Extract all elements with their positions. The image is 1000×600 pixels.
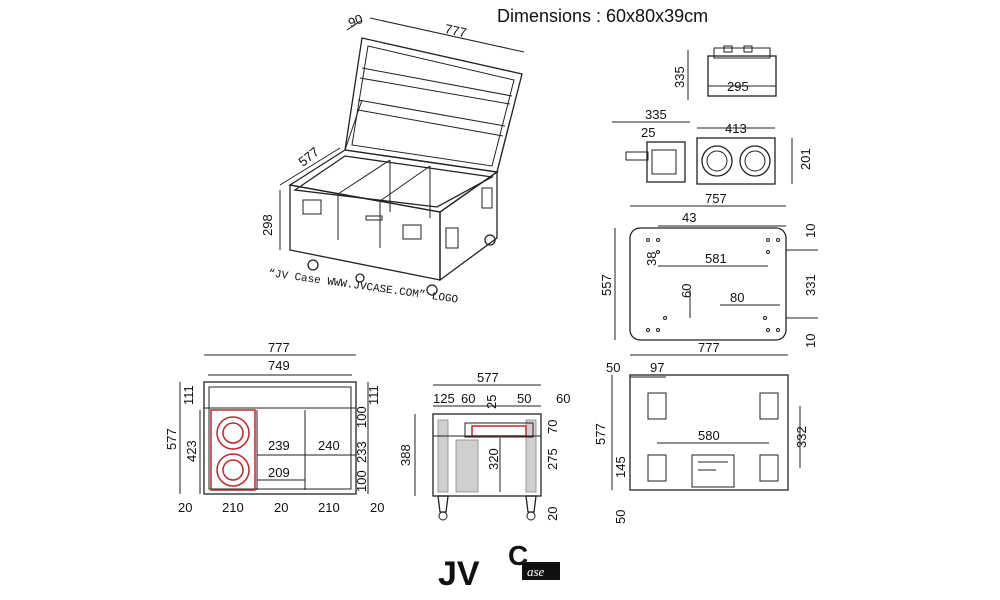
dim-plan-bottom-20b: 20: [274, 500, 288, 515]
dim-iso-width: 777: [444, 21, 468, 40]
dim-plan-100-top: 100: [354, 406, 369, 428]
dim-plate-10-top: 10: [803, 224, 818, 238]
dim-plate-581: 581: [705, 251, 727, 266]
svg-text:JV: JV: [438, 555, 480, 593]
dim-bottom-145: 145: [613, 456, 628, 478]
dim-bottom-97: 97: [650, 360, 664, 375]
dim-bottom-50b: 50: [613, 510, 628, 524]
plan-view: [179, 354, 369, 495]
dim-section-60b: 60: [556, 391, 570, 406]
section-view: [414, 384, 542, 521]
dim-plan-423: 423: [184, 440, 199, 462]
page-title: Dimensions : 60x80x39cm: [497, 6, 708, 26]
dim-front-height: 201: [798, 148, 813, 170]
dim-bottom-332: 332: [794, 426, 809, 448]
bottom-view: [611, 354, 801, 491]
dim-side-height: 335: [672, 66, 687, 88]
jv-case-logo: JV C ase: [438, 540, 560, 593]
dim-plan-233: 233: [354, 441, 369, 463]
dim-front-depth: 335: [645, 107, 667, 122]
dim-plate-60: 60: [679, 284, 694, 298]
dim-plan-100-bottom: 100: [354, 470, 369, 492]
dim-plan-240: 240: [318, 438, 340, 453]
dim-plan-777: 777: [268, 340, 290, 355]
dim-plate-offset: 43: [682, 210, 696, 225]
dim-plate-38: 38: [644, 252, 659, 266]
dim-section-577: 577: [477, 370, 499, 385]
isometric-case-view: [279, 17, 525, 296]
dim-bottom-width: 777: [698, 340, 720, 355]
dim-section-20: 20: [545, 507, 560, 521]
dim-section-60a: 60: [461, 391, 475, 406]
logo-caption: “JV Case WWW.JVCASE.COM” LOGO: [267, 268, 459, 307]
dim-plan-111-left: 111: [181, 385, 196, 405]
dim-bottom-580: 580: [698, 428, 720, 443]
dim-plan-111-right: 111: [366, 385, 381, 405]
dim-plan-bottom-210b: 210: [318, 500, 340, 515]
dim-front-offset: 25: [641, 125, 655, 140]
top-plate-view: [614, 205, 818, 341]
dim-plan-209: 209: [268, 465, 290, 480]
dim-iso-depth: 577: [295, 144, 321, 169]
dim-bottom-depth: 577: [593, 423, 608, 445]
side-view-small: [687, 45, 777, 100]
dim-plan-749: 749: [268, 358, 290, 373]
dim-section-50: 50: [517, 391, 531, 406]
dim-plate-depth: 557: [599, 274, 614, 296]
dim-plate-width: 757: [705, 191, 727, 206]
dim-front-width: 413: [725, 121, 747, 136]
dim-section-388: 388: [398, 444, 413, 466]
dim-section-125: 125: [433, 391, 455, 406]
dim-plan-bottom-20a: 20: [178, 500, 192, 515]
dim-plate-80: 80: [730, 290, 744, 305]
dim-plan-577: 577: [164, 428, 179, 450]
dim-plate-331: 331: [803, 274, 818, 296]
dim-side-width: 295: [727, 79, 749, 94]
front-view-small: [612, 121, 793, 185]
dim-plan-239: 239: [268, 438, 290, 453]
dim-section-320: 320: [486, 448, 501, 470]
dim-plan-bottom-20c: 20: [370, 500, 384, 515]
dim-plan-bottom-210a: 210: [222, 500, 244, 515]
dim-section-25: 25: [484, 395, 499, 409]
dim-section-70: 70: [545, 420, 560, 434]
dim-iso-depth-top: 90: [346, 11, 365, 30]
dim-plate-10-bottom: 10: [803, 334, 818, 348]
svg-text:ase: ase: [527, 564, 545, 579]
dim-bottom-50: 50: [606, 360, 620, 375]
dim-section-275: 275: [545, 448, 560, 470]
dim-iso-height: 298: [260, 214, 275, 236]
